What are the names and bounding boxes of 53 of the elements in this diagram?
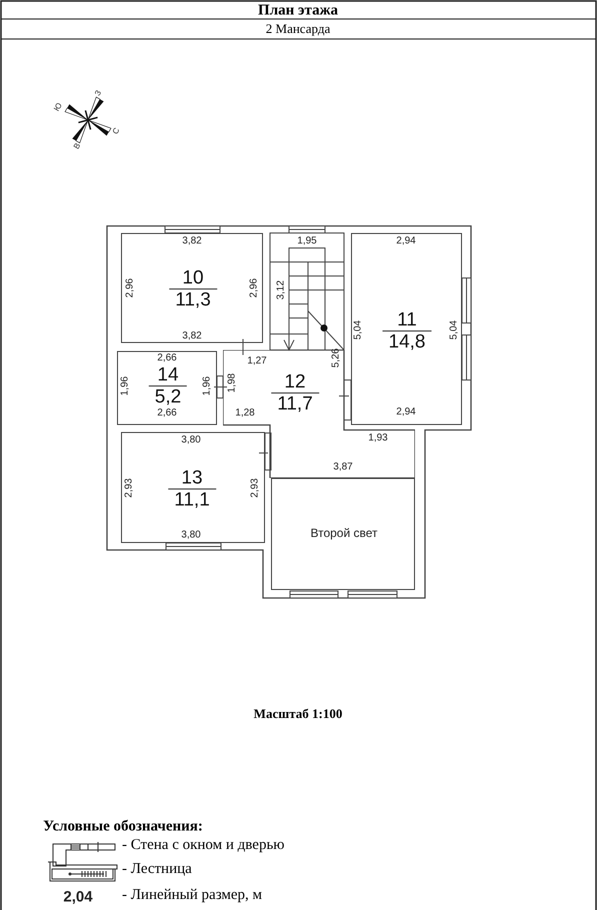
- room-name: Второй свет: [310, 526, 378, 540]
- dimension: 2,96: [248, 278, 260, 298]
- dimension: 3,12: [276, 280, 286, 300]
- dimension: 3,80: [181, 434, 201, 446]
- hall: [223, 350, 415, 478]
- dimension: 5,04: [352, 320, 364, 340]
- dimension: 2,93: [250, 478, 260, 498]
- scale-note: Масштаб 1:100: [254, 706, 342, 722]
- dimension: 2,93: [124, 478, 134, 498]
- room-area: 5,2: [148, 386, 188, 408]
- legend-heading: Условные обозначения:: [43, 818, 203, 836]
- dimension: 3,82: [182, 330, 202, 342]
- dimension: 5,04: [448, 320, 460, 340]
- room-number: 13: [181, 468, 203, 488]
- dimension: 1,93: [368, 432, 388, 444]
- room-area: 11,3: [169, 288, 217, 310]
- title: План этажа: [258, 2, 338, 20]
- room-number: 10: [182, 268, 204, 288]
- room: [117, 351, 217, 425]
- legend-text: - Стена с окном и дверью: [122, 838, 284, 853]
- compass-letter: З: [92, 88, 104, 98]
- dimension: 2,94: [396, 236, 416, 246]
- dimension: 1,96: [202, 376, 212, 396]
- room-number: 14: [157, 364, 179, 386]
- dimension: 1,96: [120, 376, 130, 396]
- room: [351, 233, 462, 425]
- dimension: 3,80: [181, 530, 201, 540]
- dimension: 2,94: [396, 406, 416, 418]
- room-area: 14,8: [382, 330, 432, 352]
- room-area: 11,7: [271, 392, 319, 414]
- room-number: 12: [284, 372, 306, 392]
- double-height-space: [271, 478, 415, 590]
- dimension-sample: 2,04: [63, 888, 93, 906]
- dimension: 2,66: [157, 408, 177, 418]
- dimension: 3,82: [182, 236, 202, 246]
- room: [121, 432, 265, 543]
- dimension: 3,87: [333, 462, 353, 472]
- dimension: 1,95: [297, 236, 317, 246]
- subtitle: 2 Мансарда: [266, 21, 330, 37]
- room-area: 11,1: [168, 488, 216, 510]
- dimension: 1,98: [226, 373, 238, 393]
- compass-letter: С: [110, 126, 122, 136]
- dimension: 1,27: [247, 356, 267, 366]
- legend-text: - Линейный размер, м: [122, 888, 262, 903]
- dimension: 5,26: [330, 348, 342, 368]
- dimension: 2,66: [157, 352, 177, 364]
- dimension: 1,28: [235, 408, 255, 418]
- room: [121, 233, 263, 343]
- compass-letter: Ю: [52, 101, 64, 113]
- legend-text: - Лестница: [122, 862, 192, 877]
- compass-letter: В: [72, 141, 82, 151]
- room-number: 11: [397, 310, 417, 330]
- dimension: 2,96: [124, 278, 136, 298]
